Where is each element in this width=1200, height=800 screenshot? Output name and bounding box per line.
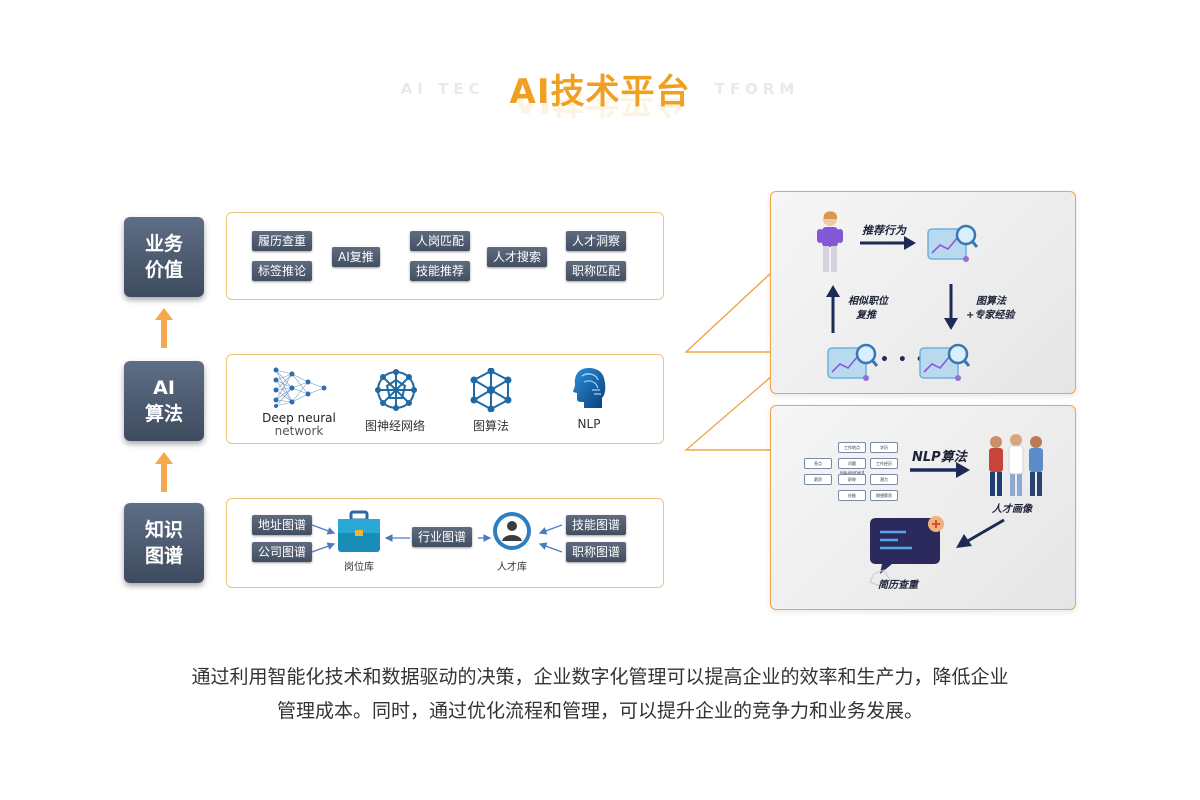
neural-network-icon [273,367,327,408]
arrow-right-icon [910,462,970,478]
chip-resume-dedup: 履历查重 [252,231,313,251]
tag-potential: 潜力 [870,474,898,485]
chip-ai-recommend: AI复推 [332,247,380,267]
tag-requirement: 问题requirement [838,458,866,475]
arrow-right-icon [860,236,916,250]
arrow-up-icon [155,452,173,492]
tag-work-location: 工作地点 [838,442,866,453]
label-gnn: 图神经网络 [364,419,425,433]
tag-title: 职称 [838,474,866,485]
label-deep-neural: Deep neural [262,411,336,425]
chip-skill-recommend: 技能推荐 [410,261,471,281]
footer-description: 通过利用智能化技术和数据驱动的决策，企业数字化管理可以提高企业的效率和生产力，降… [191,666,1009,722]
chip-talent-insight: 人才洞察 [566,231,627,251]
chip-tag-inference: 标签推论 [252,261,313,281]
nlp-portrait-box [770,405,1076,610]
label-nlp-algorithm: NLP算法 [912,450,967,465]
tag-experience: 工作经历 [870,458,898,469]
label-graph-expert: 图算法 +专家经验 [966,296,1015,321]
chip-job-match: 人岗匹配 [410,231,471,251]
talent-portrait-figures-icon [989,434,1043,496]
tag-highlight: 亮点 [804,458,832,469]
label-talent-db: 人才库 [497,562,527,573]
business-panel [226,212,664,300]
briefcase-icon [338,510,380,552]
callout-connector [684,271,773,451]
chip-industry-graph: 行业图谱 [412,527,473,547]
chip-skill-graph: 技能图谱 [566,515,627,535]
person-figure-icon [817,211,843,272]
layer-badge-business: 业务价值 [124,217,204,297]
arrow-up-icon [155,308,173,348]
chip-title-graph: 职称图谱 [566,542,627,562]
ellipsis-dots: • • • [880,352,927,368]
label-job-db: 岗位库 [344,562,374,573]
chip-talent-search: 人才搜索 [487,247,548,267]
chip-title-match: 职称匹配 [566,261,627,281]
tag-salary: 薪资 [804,474,832,485]
chip-company-graph: 公司图谱 [252,542,313,562]
arrow-down-left-icon [956,518,1005,548]
label-talent-portrait: 人才画像 [992,504,1032,515]
resume-card-icon [827,343,878,381]
dedup-chat-icon [869,516,944,587]
arrow-up-icon [826,285,840,333]
tag-skill: 技能 [838,490,866,501]
layer-badge-knowledge: 知识图谱 [124,503,204,583]
graph-algorithm-icon [470,368,512,412]
resume-tag-grid: 工作地点 学历 亮点 问题requirement 工作经历 薪资 职称 潜力 技… [800,442,902,506]
label-recommend: 推荐行为 [862,224,906,237]
tag-expected-salary: 期望薪资 [870,490,898,501]
arrow-down-icon [944,284,958,330]
chip-address-graph: 地址图谱 [252,515,313,535]
knowledge-arrows [311,524,563,553]
talent-avatar-icon [493,512,531,550]
label-graph-algorithm: 图算法 [472,419,509,433]
label-resume-dedup: 简历查重 [878,580,918,591]
resume-card-icon [927,224,978,262]
tag-education: 学历 [870,442,898,453]
page-title-reflection: AI技术平台 [512,98,688,120]
label-similar-job: 相似职位 复推 [848,296,888,321]
resume-card-icon [919,343,970,381]
label-network: network [274,424,324,438]
label-nlp: NLP [577,417,601,431]
ai-head-icon [573,368,606,408]
graph-neural-network-icon [375,369,417,411]
page-title: AI技术平台 [509,72,691,112]
